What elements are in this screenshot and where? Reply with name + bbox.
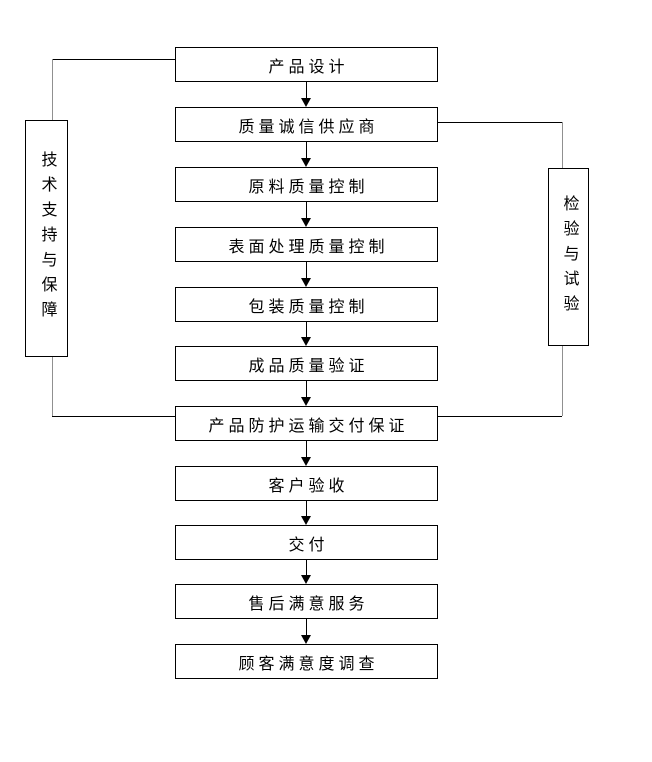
flow-step-customer-acceptance: 客户验收 [175, 466, 438, 501]
arrow-down-icon [301, 202, 312, 227]
connector-left-lower-vertical [52, 357, 53, 416]
arrow-down-icon [301, 262, 312, 287]
connector-left-upper-vertical [52, 59, 53, 120]
connector-right-lower-vertical [562, 346, 563, 416]
connector-right-bottom-horizontal [438, 416, 562, 417]
flow-step-label: 成品质量验证 [248, 357, 369, 375]
flow-step-delivery: 交付 [175, 525, 438, 560]
side-box-technical-support-label: 技术支持与保障 [38, 151, 56, 326]
flow-step-surface-treatment-qc: 表面处理质量控制 [175, 227, 438, 262]
flow-step-label: 产品设计 [268, 58, 349, 76]
side-box-inspection-testing: 检验与试验 [548, 168, 589, 346]
flow-step-raw-material-qc: 原料质量控制 [175, 167, 438, 202]
flow-step-quality-supplier: 质量诚信供应商 [175, 107, 438, 142]
arrow-down-icon [301, 322, 312, 346]
flow-step-packaging-qc: 包装质量控制 [175, 287, 438, 322]
flow-step-label: 原料质量控制 [248, 178, 369, 196]
side-box-inspection-testing-label: 检验与试验 [560, 194, 578, 320]
arrow-down-icon [301, 619, 312, 644]
flow-step-label: 产品防护运输交付保证 [208, 417, 409, 435]
connector-left-top-horizontal [52, 59, 175, 60]
flow-step-product-design: 产品设计 [175, 47, 438, 82]
side-box-technical-support: 技术支持与保障 [25, 120, 68, 357]
flow-step-label: 售后满意服务 [248, 595, 369, 613]
connector-left-bottom-horizontal [52, 416, 175, 417]
connector-right-top-horizontal [438, 122, 562, 123]
flow-step-label: 表面处理质量控制 [228, 238, 389, 256]
flow-step-label: 包装质量控制 [248, 298, 369, 316]
arrow-down-icon [301, 501, 312, 525]
arrow-down-icon [301, 82, 312, 107]
arrow-down-icon [301, 381, 312, 406]
flow-step-label: 顾客满意度调查 [238, 655, 379, 673]
flow-step-label: 交付 [288, 536, 329, 554]
flow-step-after-sales-service: 售后满意服务 [175, 584, 438, 619]
arrow-down-icon [301, 142, 312, 167]
connector-right-upper-vertical [562, 122, 563, 168]
arrow-down-icon [301, 441, 312, 466]
flow-step-protection-transport-delivery: 产品防护运输交付保证 [175, 406, 438, 441]
flow-step-finished-product-verification: 成品质量验证 [175, 346, 438, 381]
arrow-down-icon [301, 560, 312, 584]
flow-step-label: 质量诚信供应商 [238, 118, 379, 136]
flow-step-label: 客户验收 [268, 477, 349, 495]
flow-step-customer-satisfaction-survey: 顾客满意度调查 [175, 644, 438, 679]
